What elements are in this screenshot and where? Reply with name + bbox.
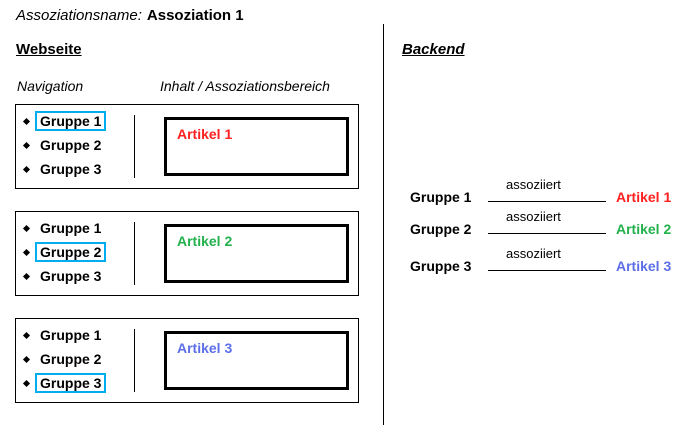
- nav-item-label: Gruppe 1: [40, 220, 102, 236]
- nav-item-label: Gruppe 1: [35, 111, 107, 131]
- association-connector-line: [488, 233, 606, 234]
- article-content-box: Artikel 1: [164, 117, 349, 176]
- caption-inhalt-assoziationsbereich: Inhalt / Assoziationsbereich: [160, 78, 330, 94]
- section-divider: [383, 24, 384, 425]
- association-name-value: Assoziation 1: [146, 7, 244, 24]
- bullet-icon: [22, 117, 31, 125]
- bullet-icon: [22, 141, 31, 149]
- backend-heading: Backend: [402, 41, 465, 58]
- nav-item-gruppe-3[interactable]: Gruppe 3: [22, 266, 106, 286]
- nav-item-gruppe-1[interactable]: Gruppe 1: [22, 218, 106, 238]
- bullet-icon: [22, 224, 31, 232]
- webseite-heading: Webseite: [16, 41, 82, 58]
- nav-item-gruppe-2[interactable]: Gruppe 2: [22, 349, 106, 369]
- association-row: Gruppe 3 assoziiert Artikel 3: [410, 245, 675, 279]
- association-source: Gruppe 1: [410, 189, 472, 205]
- nav-item-gruppe-2[interactable]: Gruppe 2: [22, 242, 107, 262]
- navigation-list: Gruppe 1 Gruppe 2 Gruppe 3: [16, 105, 134, 188]
- article-content-box: Artikel 3: [164, 331, 349, 390]
- nav-item-label: Gruppe 2: [40, 351, 102, 367]
- nav-item-label: Gruppe 3: [40, 161, 102, 177]
- association-name-label: Assoziationsname:: [16, 7, 142, 24]
- association-source: Gruppe 3: [410, 258, 472, 274]
- nav-item-gruppe-2[interactable]: Gruppe 2: [22, 135, 106, 155]
- nav-item-gruppe-3[interactable]: Gruppe 3: [22, 373, 107, 393]
- nav-item-label: Gruppe 3: [35, 373, 107, 393]
- panel-column-divider: [134, 115, 135, 178]
- nav-item-gruppe-3[interactable]: Gruppe 3: [22, 159, 106, 179]
- association-row: Gruppe 2 assoziiert Artikel 2: [410, 208, 675, 242]
- webseite-panel: Gruppe 1 Gruppe 2 Gruppe 3 Artikel 3: [15, 318, 359, 403]
- caption-navigation: Navigation: [17, 78, 84, 94]
- webseite-panel: Gruppe 1 Gruppe 2 Gruppe 3 Artikel 2: [15, 211, 359, 296]
- panel-column-divider: [134, 222, 135, 285]
- article-title: Artikel 3: [177, 340, 233, 356]
- article-title: Artikel 2: [177, 233, 233, 249]
- bullet-icon: [22, 355, 31, 363]
- association-name-header: Assoziationsname:Assoziation 1: [16, 7, 244, 24]
- association-target: Artikel 2: [616, 221, 672, 237]
- webseite-panel: Gruppe 1 Gruppe 2 Gruppe 3 Artikel 1: [15, 104, 359, 189]
- nav-item-gruppe-1[interactable]: Gruppe 1: [22, 111, 107, 131]
- association-verb: assoziiert: [506, 209, 561, 224]
- nav-item-label: Gruppe 2: [35, 242, 107, 262]
- article-content-box: Artikel 2: [164, 224, 349, 283]
- navigation-list: Gruppe 1 Gruppe 2 Gruppe 3: [16, 319, 134, 402]
- nav-item-label: Gruppe 3: [40, 268, 102, 284]
- panel-column-divider: [134, 329, 135, 392]
- association-connector-line: [488, 270, 606, 271]
- association-connector-line: [488, 201, 606, 202]
- article-title: Artikel 1: [177, 126, 233, 142]
- navigation-list: Gruppe 1 Gruppe 2 Gruppe 3: [16, 212, 134, 295]
- bullet-icon: [22, 165, 31, 173]
- association-target: Artikel 1: [616, 189, 672, 205]
- bullet-icon: [22, 248, 31, 256]
- association-verb: assoziiert: [506, 177, 561, 192]
- association-verb: assoziiert: [506, 246, 561, 261]
- bullet-icon: [22, 331, 31, 339]
- association-source: Gruppe 2: [410, 221, 472, 237]
- nav-item-gruppe-1[interactable]: Gruppe 1: [22, 325, 106, 345]
- bullet-icon: [22, 272, 31, 280]
- nav-item-label: Gruppe 2: [40, 137, 102, 153]
- bullet-icon: [22, 379, 31, 387]
- nav-item-label: Gruppe 1: [40, 327, 102, 343]
- association-row: Gruppe 1 assoziiert Artikel 1: [410, 176, 675, 210]
- association-target: Artikel 3: [616, 258, 672, 274]
